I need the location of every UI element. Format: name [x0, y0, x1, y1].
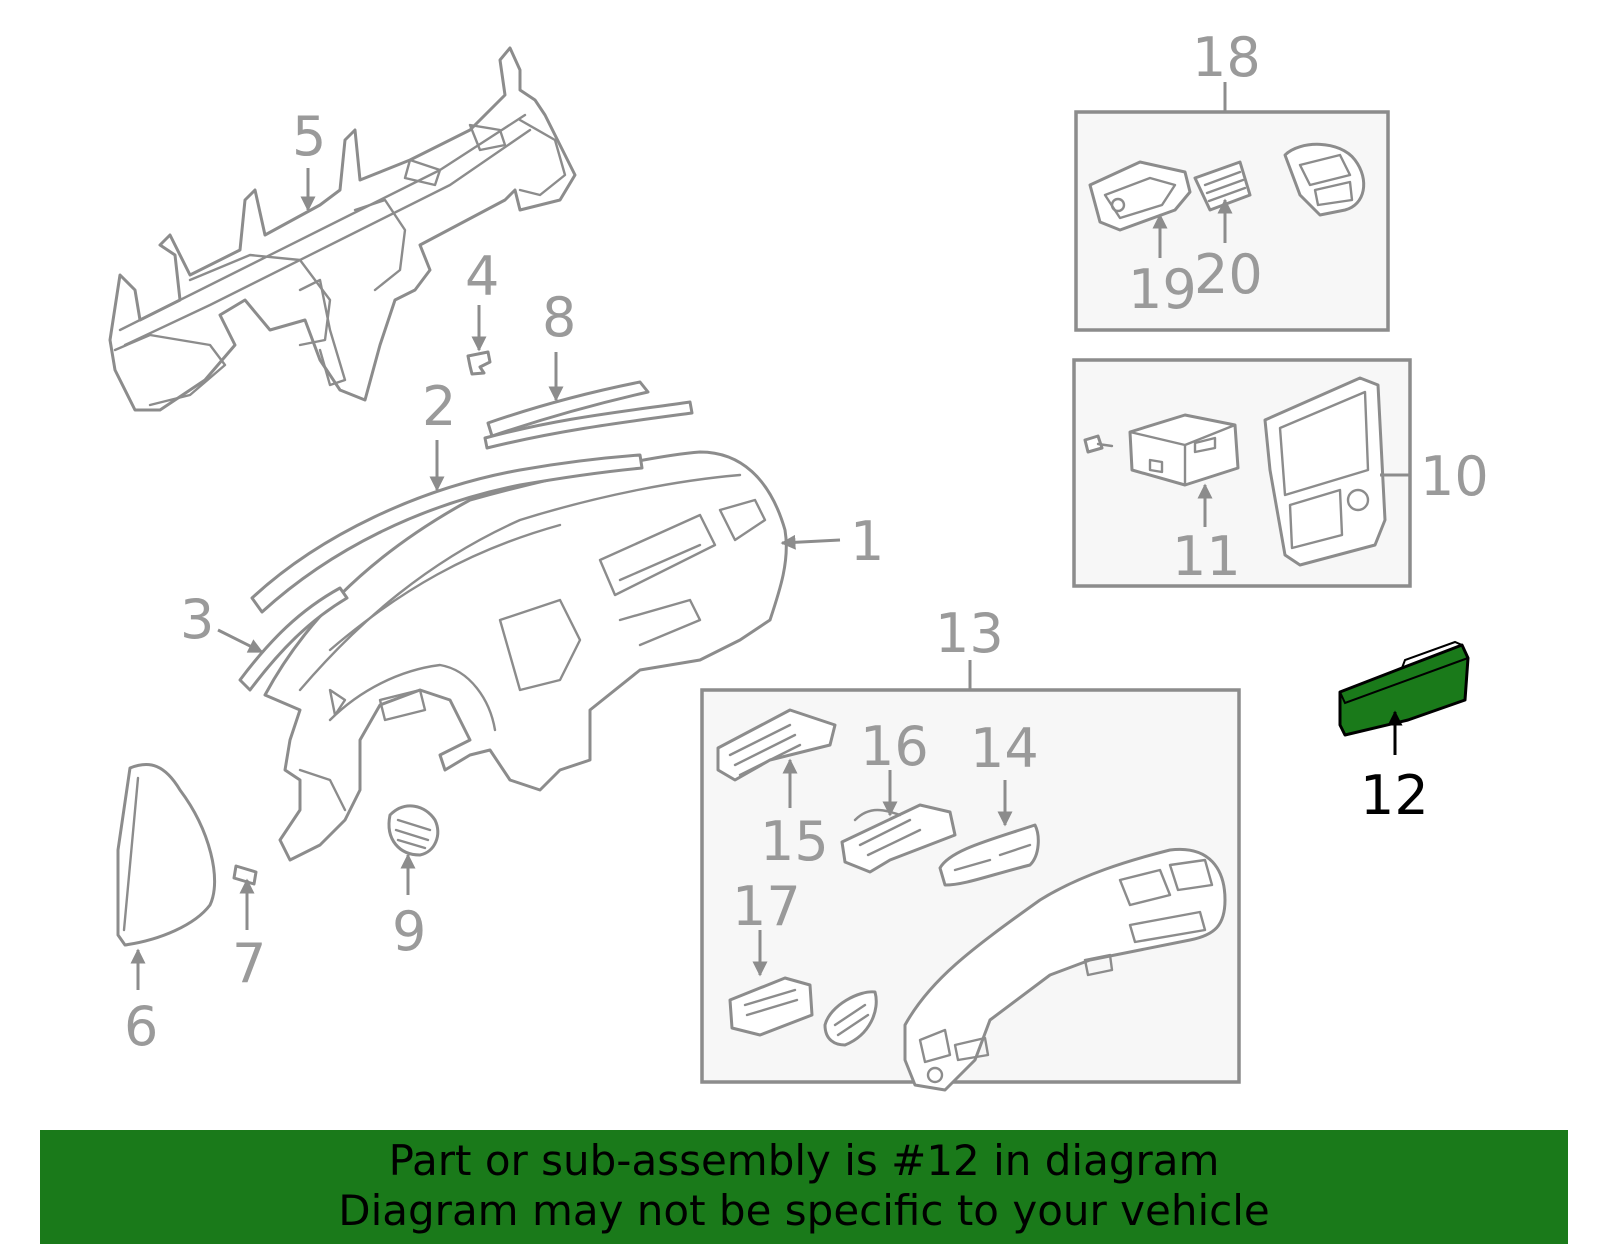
info-banner: Part or sub-assembly is #12 in diagram D…: [40, 1130, 1568, 1244]
callout-20: 20: [1194, 243, 1263, 306]
banner-line-2: Diagram may not be specific to your vehi…: [338, 1186, 1270, 1235]
part-10-screw: [1083, 434, 1114, 454]
callout-6: 6: [124, 995, 158, 1058]
callout-4: 4: [465, 245, 499, 308]
part-1-instrument-panel: [263, 450, 788, 862]
callout-17: 17: [732, 875, 801, 938]
part-3-side-strip: [238, 586, 349, 692]
callout-10: 10: [1420, 445, 1489, 508]
callout-5: 5: [292, 105, 326, 168]
callout-19: 19: [1128, 258, 1197, 321]
part-10-center-bezel: [1263, 376, 1387, 567]
callout-14: 14: [970, 717, 1039, 780]
callout-12: 12: [1360, 764, 1429, 827]
part-2-pad-strip: [250, 453, 644, 614]
callout-13: 13: [935, 602, 1004, 665]
callout-3: 3: [180, 588, 214, 651]
callout-1: 1: [850, 510, 884, 573]
callout-9: 9: [392, 900, 426, 963]
part-12-highlighted: [1338, 640, 1470, 737]
part-13-vent-small: [823, 990, 878, 1047]
part-14-vent: [938, 823, 1040, 887]
part-20-vent: [1193, 160, 1252, 212]
leader-lines: [130, 82, 1410, 990]
part-11-module: [1128, 413, 1240, 487]
callout-11: 11: [1172, 525, 1241, 588]
part-17-vent: [728, 976, 814, 1037]
part-8-defroster-garnish: [483, 380, 694, 450]
part-13-instrument-bezel: [903, 847, 1227, 1092]
part-9-vent: [387, 804, 440, 857]
part-4-clip: [466, 350, 492, 376]
part-5-dash-frame: [108, 46, 577, 412]
callout-numbers: 1 2 3 4 5 6 7 8 9 10 11 12 13 14 15 16 1…: [124, 26, 1489, 1058]
banner-line-1: Part or sub-assembly is #12 in diagram: [388, 1136, 1220, 1185]
callout-2: 2: [422, 375, 456, 438]
part-18-bezel: [1283, 142, 1366, 217]
callout-18: 18: [1192, 26, 1261, 89]
callout-8: 8: [542, 286, 576, 349]
part-19-switch-bezel: [1088, 160, 1192, 232]
part-7-clip: [232, 864, 258, 886]
part-6-side-cover: [116, 763, 217, 947]
callout-15: 15: [760, 810, 829, 873]
callout-7: 7: [232, 932, 266, 995]
callout-16: 16: [860, 715, 929, 778]
part-15-vent: [716, 708, 837, 782]
